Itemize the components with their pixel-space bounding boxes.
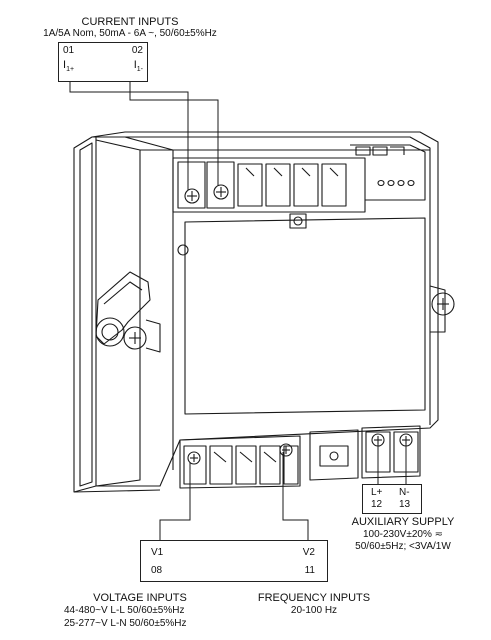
meter-housing	[91, 131, 439, 487]
bottom-screws	[187, 433, 413, 465]
front-bezel	[73, 136, 161, 493]
aux-terminal-13-number: 13	[399, 499, 411, 510]
top-terminal-block	[172, 144, 426, 213]
voltage-inputs-title: VOLTAGE INPUTS	[93, 592, 187, 604]
bottom-terminal-block	[179, 425, 421, 489]
voltage-inputs-ln: 25-277~V L-N 50/60±5%Hz	[64, 618, 187, 629]
frequency-inputs-title: FREQUENCY INPUTS	[257, 592, 371, 604]
aux-supply-frequency-power: 50/60±5Hz; <3VA/1W	[355, 541, 451, 552]
i1-plus-symbol: I	[63, 59, 67, 71]
terminal-i1-plus-label: I1+	[63, 59, 74, 73]
vent-holes	[377, 179, 415, 187]
terminal-11-number: 11	[304, 565, 315, 576]
i1-minus-symbol: I	[133, 59, 137, 71]
voltage-inputs-ll: 44-480~V L-L 50/60±5%Hz	[64, 605, 185, 616]
aux-l-plus-label: L+	[371, 487, 383, 498]
terminal-02-number: 02	[131, 45, 143, 56]
i1-plus-subscript: 1+	[66, 66, 75, 74]
terminal-01-number: 01	[63, 45, 75, 56]
aux-supply-terminal-box: L+ N- 12 13	[362, 484, 422, 514]
label-panel	[184, 213, 426, 415]
terminal-i1-minus-label: I1-	[134, 59, 143, 73]
wiring	[69, 82, 407, 540]
top-screws	[184, 184, 229, 204]
aux-n-minus-label: N-	[399, 487, 410, 498]
v1-label: V1	[151, 547, 164, 558]
voltage-input-terminal-box: V1 V2 08 11	[140, 540, 328, 582]
v2-label: V2	[302, 547, 315, 558]
mounting-clip-right	[429, 285, 455, 333]
i1-minus-subscript: 1-	[136, 66, 143, 74]
current-input-terminal-box: 01 02 I1+ I1-	[58, 42, 148, 82]
current-inputs-title: CURRENT INPUTS	[81, 16, 179, 28]
mounting-clip-left	[95, 271, 161, 353]
aux-supply-voltage: 100-230V±20% ≂	[362, 529, 444, 540]
terminal-08-number: 08	[151, 565, 163, 576]
aux-terminal-12-number: 12	[371, 499, 383, 510]
frequency-inputs-range: 20-100 Hz	[290, 605, 338, 616]
current-inputs-spec: 1A/5A Nom, 50mA - 6A ~, 50/60±5%Hz	[43, 28, 217, 39]
aux-supply-title: AUXILIARY SUPPLY	[351, 516, 455, 528]
